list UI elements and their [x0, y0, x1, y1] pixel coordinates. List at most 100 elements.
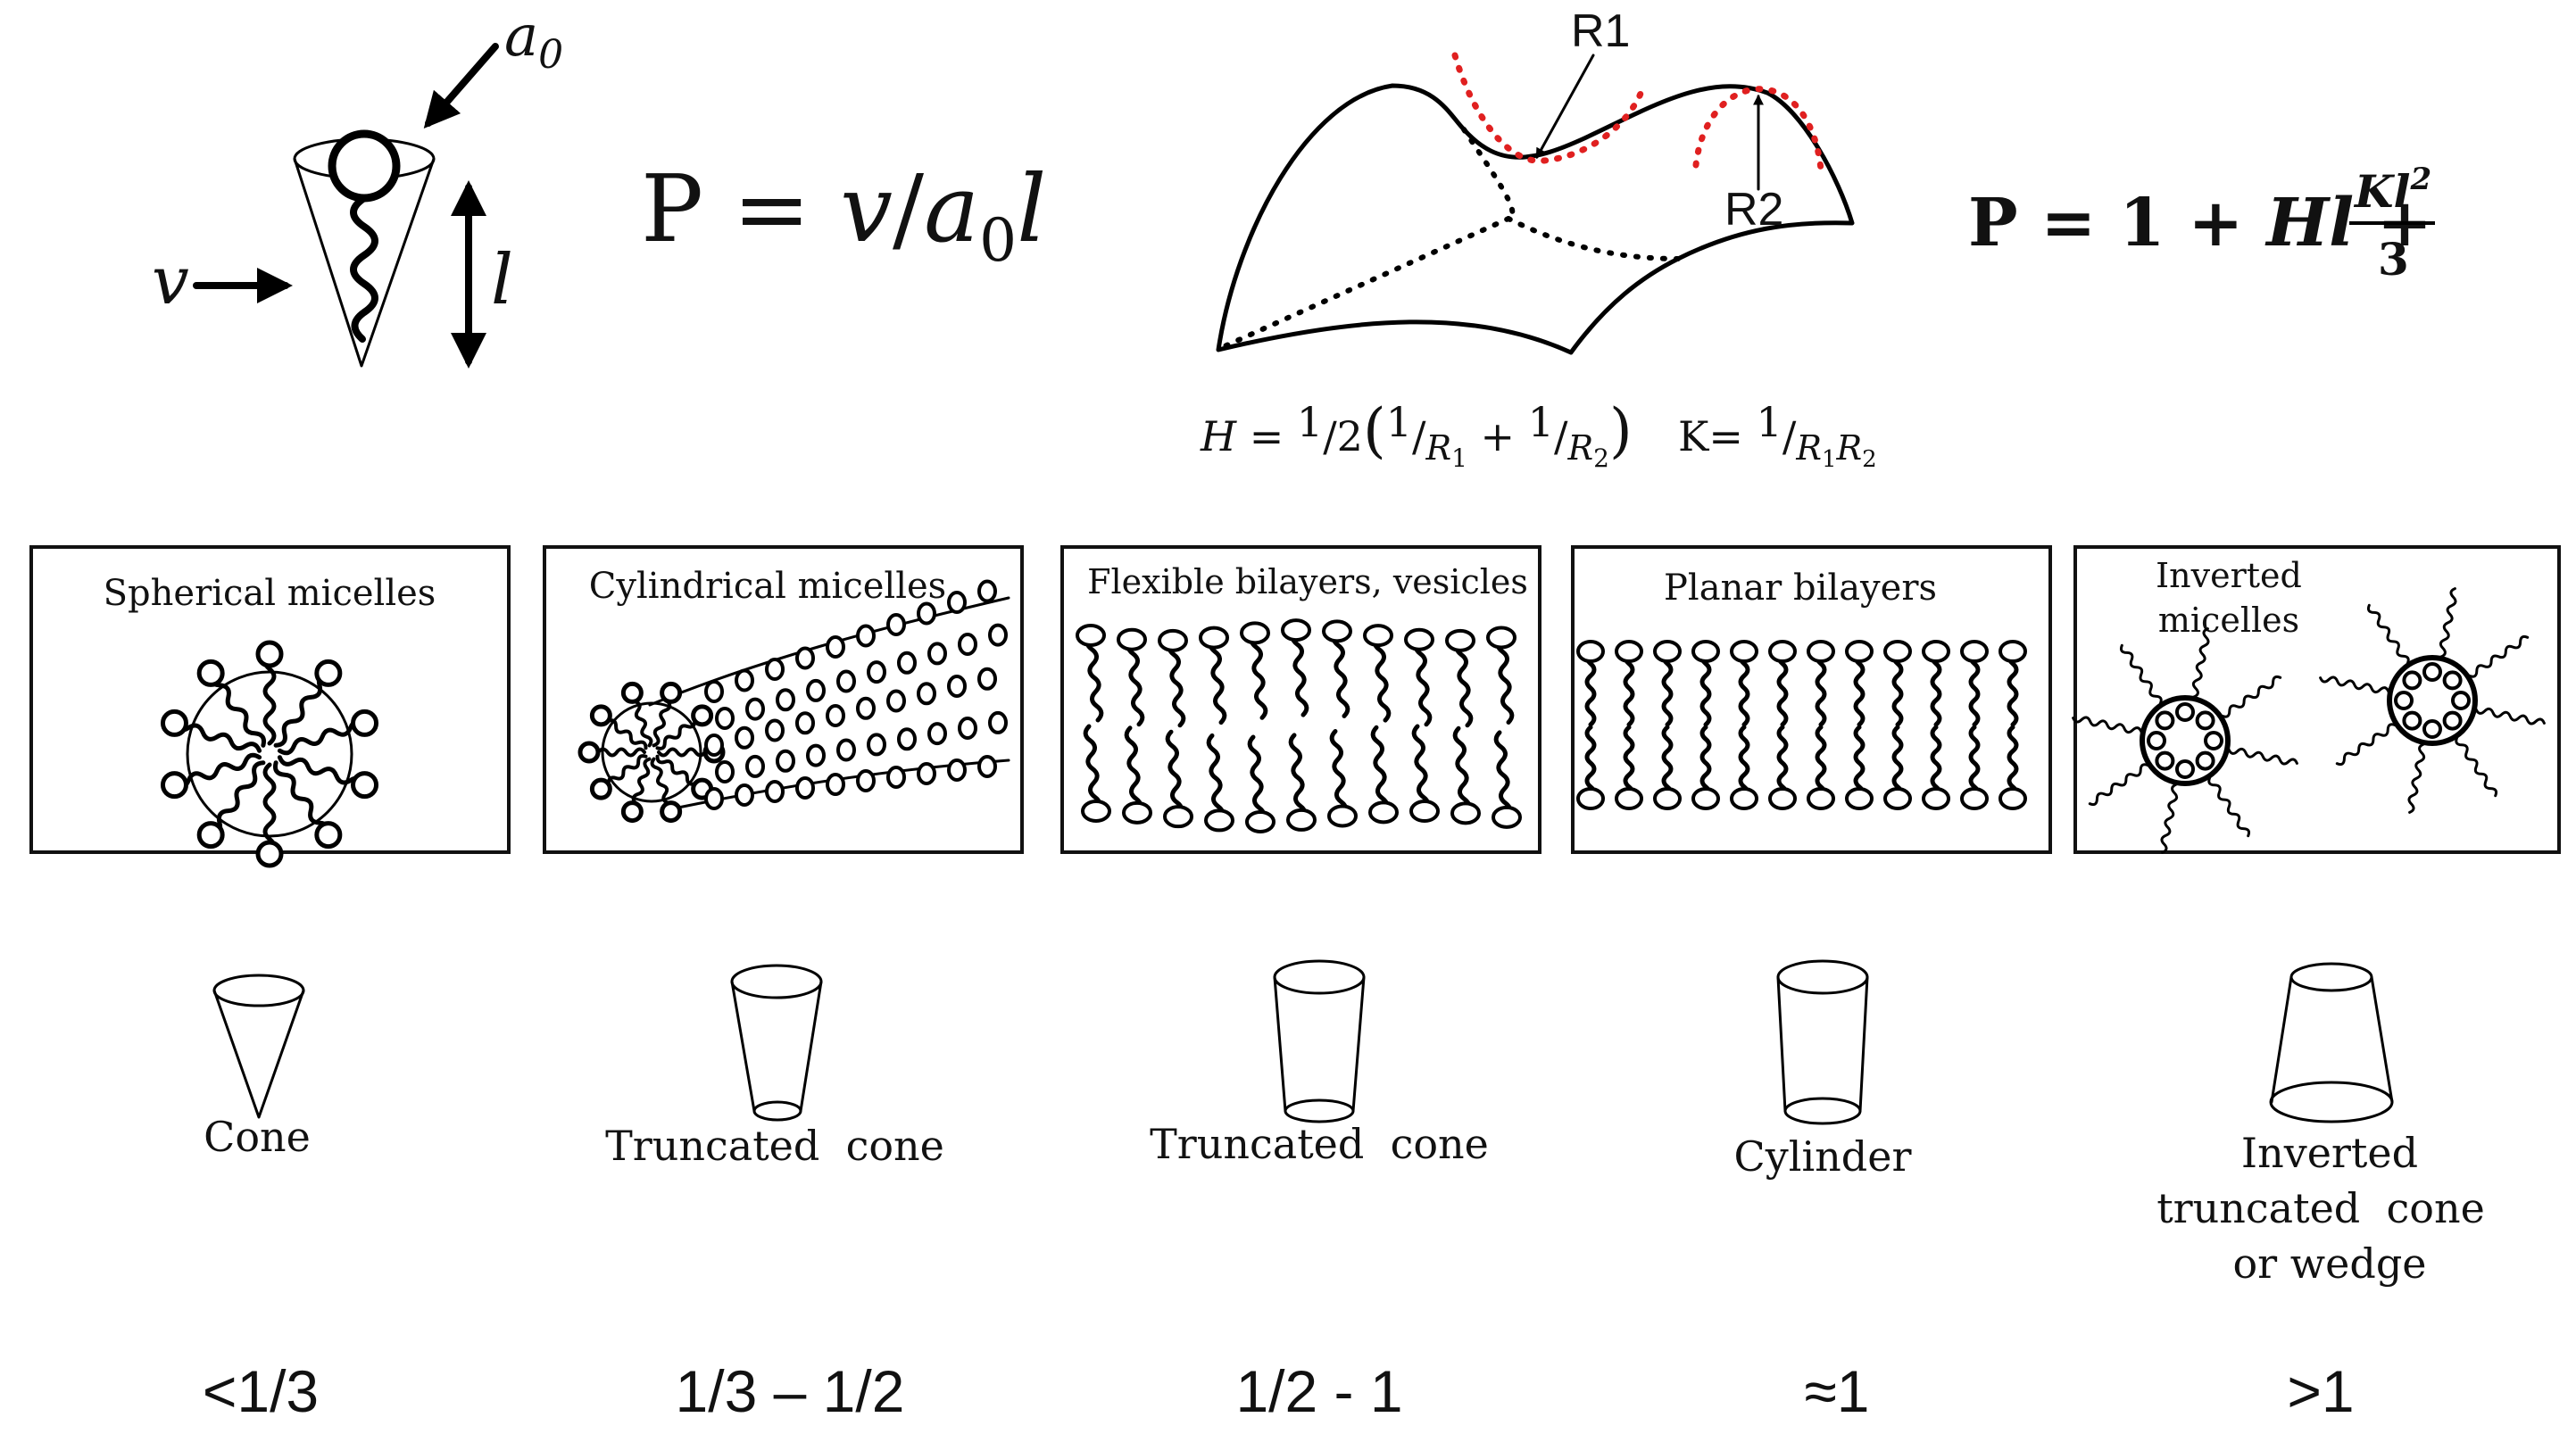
saddle-hidden-edge-1: [1461, 127, 1516, 221]
lipid-head: [765, 658, 785, 681]
lipid-head: [886, 689, 906, 713]
panel-title: Flexible bilayers, vesicles: [1087, 562, 1528, 601]
a0-label: a0: [504, 4, 563, 78]
lipid-tail: [2160, 783, 2179, 854]
lipid-head: [1730, 640, 1758, 663]
range-inverted: >1: [2287, 1358, 2354, 1424]
lipid-head: [826, 635, 845, 659]
lipid-head: [927, 722, 947, 746]
lipid-head: [704, 680, 724, 703]
lipid-head: [2402, 710, 2422, 731]
lipid-head: [826, 704, 845, 727]
lipid-tail: [273, 760, 331, 838]
lipid-head: [836, 738, 856, 762]
shape-label-line1: Inverted: [2241, 1129, 2418, 1177]
range-cylinder: ≈1: [1805, 1358, 1870, 1424]
lipid-head: [2175, 702, 2195, 722]
lipid-head: [1409, 800, 1440, 824]
lipid-head: [589, 777, 612, 800]
lipid-tail: [2474, 707, 2546, 725]
lipid-head: [660, 681, 683, 704]
lipid-tail: [1853, 725, 1866, 801]
lipid-tail: [1891, 725, 1904, 801]
lipid-head: [958, 717, 977, 740]
lipid-head: [735, 783, 754, 807]
lipid-head: [1768, 787, 1797, 810]
shape-truncated-cone-1: Truncated cone: [605, 964, 944, 1170]
lipid-tail: [2439, 587, 2457, 659]
lipid-head: [351, 771, 379, 800]
lipid-head: [1998, 787, 2027, 810]
lipid-head: [2442, 710, 2463, 731]
panel-title: Planar bilayers: [1664, 568, 1937, 609]
lipid-tail: [1126, 637, 1145, 727]
lipid-tail: [1167, 638, 1186, 728]
lipid-tail: [1699, 725, 1712, 801]
lipid-head: [735, 725, 754, 750]
lipid-head: [2422, 662, 2442, 682]
lipid-tail: [2319, 676, 2390, 694]
lipid-tail: [1208, 635, 1227, 725]
lipid-tail: [1776, 725, 1789, 801]
lipid-head: [867, 733, 886, 757]
shape-truncated-cone-2: Truncated cone: [1150, 959, 1489, 1168]
panel-cylindrical-micelles: Cylindrical micelles: [543, 545, 1024, 854]
lipid-tail: [1247, 734, 1267, 825]
lipid-tail: [1124, 725, 1143, 816]
lipid-head: [1158, 628, 1188, 652]
lipid-head: [1240, 621, 1270, 645]
lipid-tail: [2227, 747, 2298, 766]
lipid-tail: [1623, 649, 1635, 727]
lipid-tail: [1968, 649, 1981, 727]
lipid-tail: [1372, 633, 1392, 723]
lipid-head: [745, 754, 765, 778]
lipid-tail: [2468, 634, 2530, 678]
lipid-head: [1730, 787, 1758, 810]
lipid-tail: [1290, 627, 1309, 717]
lipid-head: [1615, 787, 1643, 810]
flexible-bilayer-lipids: [1076, 618, 1522, 833]
l-label: l: [491, 240, 513, 320]
saddle-hidden-edge-2: [1222, 216, 1511, 349]
mean-curvature-definition: H = 1/2(1/R1 + 1/R2): [1200, 396, 1633, 473]
lipid-head: [1691, 640, 1720, 663]
saddle-outline: [1216, 83, 1855, 355]
lipid-tail: [1452, 725, 1472, 816]
lipid-head: [2147, 731, 2166, 750]
lipid-head: [1845, 640, 1874, 663]
lipid-head: [886, 613, 906, 636]
lipid-head: [2175, 759, 2195, 779]
lipid-head: [1245, 809, 1276, 833]
shape-cone: Cone: [204, 974, 311, 1161]
lipid-tail: [2119, 643, 2163, 705]
lipid-head: [745, 697, 765, 721]
lipid-head: [856, 624, 876, 648]
lipid-tail: [2072, 716, 2143, 734]
lipid-tail: [1288, 733, 1308, 823]
lipid-head: [795, 776, 815, 800]
inverted-micelle-lipids: [2072, 587, 2546, 854]
lipid-head: [160, 771, 188, 800]
lipid-head: [2394, 691, 2414, 710]
lipid-head: [1076, 624, 1106, 647]
lipid-head: [314, 659, 343, 687]
lipid-tail: [262, 762, 277, 857]
lipid-head: [958, 633, 977, 656]
lipid-head: [660, 800, 683, 824]
lipid-tail: [1331, 628, 1350, 718]
lipid-tail: [1084, 633, 1104, 723]
lipid-tail: [1815, 725, 1827, 801]
lipid-head: [691, 704, 714, 727]
lipid-tail: [1413, 637, 1433, 727]
lipid-head: [620, 800, 644, 824]
lipid-tail: [1206, 733, 1226, 823]
lipid-head: [2195, 710, 2215, 731]
lipid-tail: [1329, 729, 1349, 818]
lipid-head: [2451, 691, 2471, 710]
lipid-head: [704, 734, 724, 757]
lipid-tail: [1454, 638, 1474, 728]
planar-bilayer-lipids: [1576, 640, 2027, 810]
lipid-head: [977, 667, 997, 691]
lipid-head: [795, 646, 815, 670]
lipid-head: [886, 766, 906, 789]
